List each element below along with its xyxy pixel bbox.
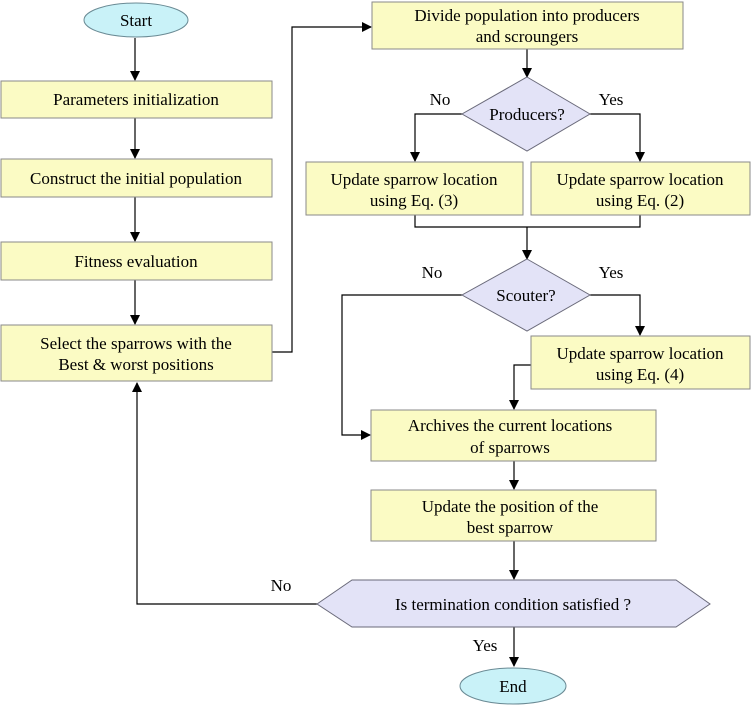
update-eq3-label-1: Update sparrow location <box>330 170 498 189</box>
scouter-decision-label: Scouter? <box>496 286 555 305</box>
producers-no-label: No <box>430 90 451 109</box>
params-init-label: Parameters initialization <box>53 90 219 109</box>
construct-pop-label: Construct the initial population <box>30 169 243 188</box>
divide-label-2: and scroungers <box>476 27 578 46</box>
producers-decision: Producers? <box>460 76 591 152</box>
arrow-producers-no <box>410 113 462 162</box>
divide-node: Divide population into producers and scr… <box>371 1 684 50</box>
scouter-yes-label: Yes <box>599 263 624 282</box>
select-label-2: Best & worst positions <box>58 355 213 374</box>
construct-pop-node: Construct the initial population <box>0 158 273 198</box>
best-sparrow-label-1: Update the position of the <box>422 497 599 516</box>
scouter-no-label: No <box>422 263 443 282</box>
update-eq4-label-1: Update sparrow location <box>556 344 724 363</box>
connectors <box>130 22 645 667</box>
update-eq2-node: Update sparrow location using Eq. (2) <box>530 161 751 216</box>
update-eq2-label-1: Update sparrow location <box>556 170 724 189</box>
select-node: Select the sparrows with the Best & wors… <box>0 324 273 382</box>
start-node: Start <box>83 2 189 38</box>
divide-label-1: Divide population into producers <box>414 6 639 25</box>
arrow-termination-no <box>132 382 317 605</box>
producers-decision-label: Producers? <box>489 105 565 124</box>
archive-label-1: Archives the current locations <box>408 416 612 435</box>
arrow-select-to-divide <box>272 22 372 353</box>
update-eq4-label-2: using Eq. (4) <box>596 365 684 384</box>
update-eq4-node: Update sparrow location using Eq. (4) <box>530 335 751 390</box>
params-init-node: Parameters initialization <box>0 80 273 119</box>
arrow-scouter-yes <box>590 294 645 336</box>
termination-decision-label: Is termination condition satisfied ? <box>395 595 631 614</box>
best-sparrow-node: Update the position of the best sparrow <box>370 489 657 542</box>
start-label: Start <box>120 11 152 30</box>
arrow-scouter-no <box>341 294 462 440</box>
archive-node: Archives the current locations of sparro… <box>370 409 657 462</box>
update-eq2-label-2: using Eq. (2) <box>596 191 684 210</box>
termination-yes-label: Yes <box>473 636 498 655</box>
arrow-producers-yes <box>590 113 645 162</box>
arrow-eq4-to-archive <box>509 364 531 410</box>
end-node: End <box>459 667 567 705</box>
archive-label-2: of sparrows <box>470 438 550 457</box>
best-sparrow-label-2: best sparrow <box>467 518 554 537</box>
select-label-1: Select the sparrows with the <box>40 334 232 353</box>
fitness-eval-label: Fitness evaluation <box>74 252 198 271</box>
termination-no-label: No <box>271 576 292 595</box>
update-eq3-label-2: using Eq. (3) <box>370 191 458 210</box>
fitness-eval-node: Fitness evaluation <box>0 241 273 281</box>
scouter-decision: Scouter? <box>460 258 592 332</box>
end-label: End <box>499 677 527 696</box>
update-eq3-node: Update sparrow location using Eq. (3) <box>305 161 524 216</box>
merge-line-updates <box>414 215 641 228</box>
producers-yes-label: Yes <box>599 90 624 109</box>
termination-decision: Is termination condition satisfied ? <box>316 579 711 628</box>
